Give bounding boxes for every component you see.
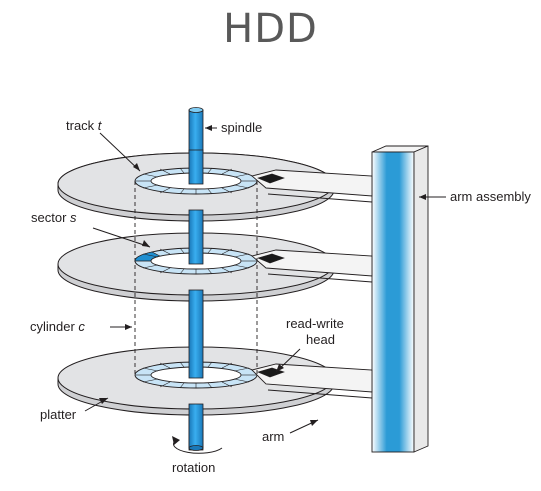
arm-middle — [251, 249, 373, 283]
arm-label: arm — [262, 429, 284, 444]
svg-text:platter: platter — [40, 407, 77, 422]
head-label: head — [306, 332, 335, 347]
svg-text:rotation: rotation — [172, 460, 215, 475]
svg-text:spindle: spindle — [221, 120, 262, 135]
platter-label: platter — [40, 407, 77, 422]
sector-variable: s — [70, 210, 77, 225]
svg-text:read-write: read-write — [286, 316, 344, 331]
svg-text:cylinder c: cylinder c — [30, 319, 85, 334]
track-variable: t — [98, 118, 103, 133]
spindle-label: spindle — [221, 120, 262, 135]
svg-text:head: head — [306, 332, 335, 347]
arm-assembly-label: arm assembly — [450, 189, 531, 204]
read-write-label: read-write — [286, 316, 344, 331]
rotation-label: rotation — [172, 460, 215, 475]
svg-text:arm: arm — [262, 429, 284, 444]
cylinder-variable: c — [78, 319, 85, 334]
spindle-top — [188, 107, 204, 113]
svg-text:sector s: sector s — [31, 210, 77, 225]
svg-text:arm assembly: arm assembly — [450, 189, 531, 204]
arm-assembly-post — [371, 145, 429, 453]
page-title: HDD — [223, 6, 318, 52]
svg-text:track t: track t — [66, 118, 103, 133]
read-write-head — [257, 173, 285, 184]
cylinder-label: cylinder — [30, 319, 75, 334]
rotation-arrow — [173, 439, 223, 454]
track-label: track — [66, 118, 95, 133]
read-write-head — [257, 253, 285, 264]
cylinder-outline — [134, 181, 258, 375]
sector-label: sector — [31, 210, 67, 225]
arm-top — [251, 169, 373, 203]
